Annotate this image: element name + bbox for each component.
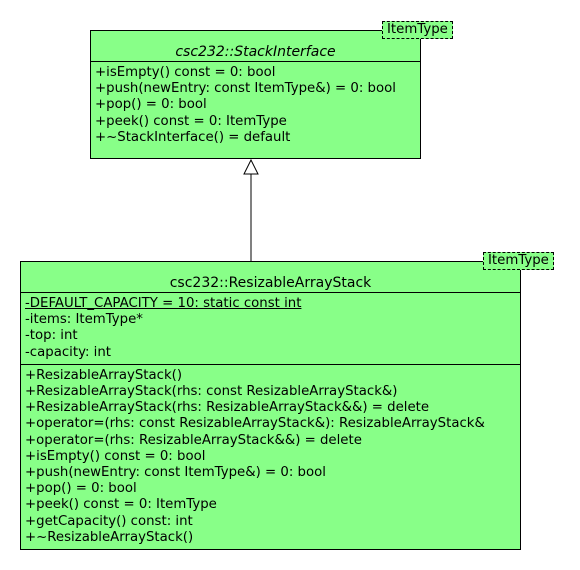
operation-item: +push(newEntry: const ItemType&) = 0: bo… [95, 81, 396, 97]
operation-item: +ResizableArrayStack() [25, 367, 183, 383]
operation-item: +pop() = 0: bool [95, 97, 207, 113]
operation-item: +pop() = 0: bool [25, 481, 137, 497]
operation-item: +peek() const = 0: ItemType [95, 113, 287, 129]
operation-item: +isEmpty() const = 0: bool [95, 65, 276, 80]
operation-item: +push(newEntry: const ItemType&) = 0: bo… [25, 465, 326, 481]
operation-item: +peek() const = 0: ItemType [25, 497, 217, 513]
class-name-resizable-array-stack: csc232::ResizableArrayStack [21, 262, 520, 293]
operation-item: +ResizableArrayStack(rhs: const Resizabl… [25, 384, 398, 400]
operation-item: +isEmpty() const = 0: bool [25, 448, 206, 464]
class-box-resizable-array-stack[interactable]: csc232::ResizableArrayStack -DEFAULT_CAP… [20, 261, 521, 550]
class-box-stack-interface[interactable]: csc232::StackInterface +isEmpty() const … [90, 30, 421, 159]
operation-item: +~StackInterface() = default [95, 129, 291, 145]
attribute-item: -DEFAULT_CAPACITY = 10: static const int [25, 296, 302, 311]
operation-item: +operator=(rhs: ResizableArrayStack&&) =… [25, 432, 362, 448]
template-param-stack-interface: ItemType [382, 21, 453, 39]
class-name-stack-interface: csc232::StackInterface [91, 31, 420, 62]
operation-item: +ResizableArrayStack(rhs: ResizableArray… [25, 400, 430, 416]
template-param-resizable-array-stack: ItemType [483, 252, 554, 270]
operation-item: +~ResizableArrayStack() [25, 529, 194, 545]
attributes-section: -DEFAULT_CAPACITY = 10: static const int… [21, 293, 520, 365]
attribute-item: -capacity: int [25, 344, 112, 360]
operations-section: +ResizableArrayStack()+ResizableArraySta… [21, 365, 520, 549]
attribute-item: -items: ItemType* [25, 312, 143, 328]
attribute-item: -top: int [25, 328, 78, 344]
operation-item: +operator=(rhs: const ResizableArrayStac… [25, 416, 485, 432]
operation-item: +getCapacity() const: int [25, 513, 193, 529]
realization-arrowhead [243, 158, 259, 175]
operations-section: +isEmpty() const = 0: bool+push(newEntry… [91, 62, 420, 149]
